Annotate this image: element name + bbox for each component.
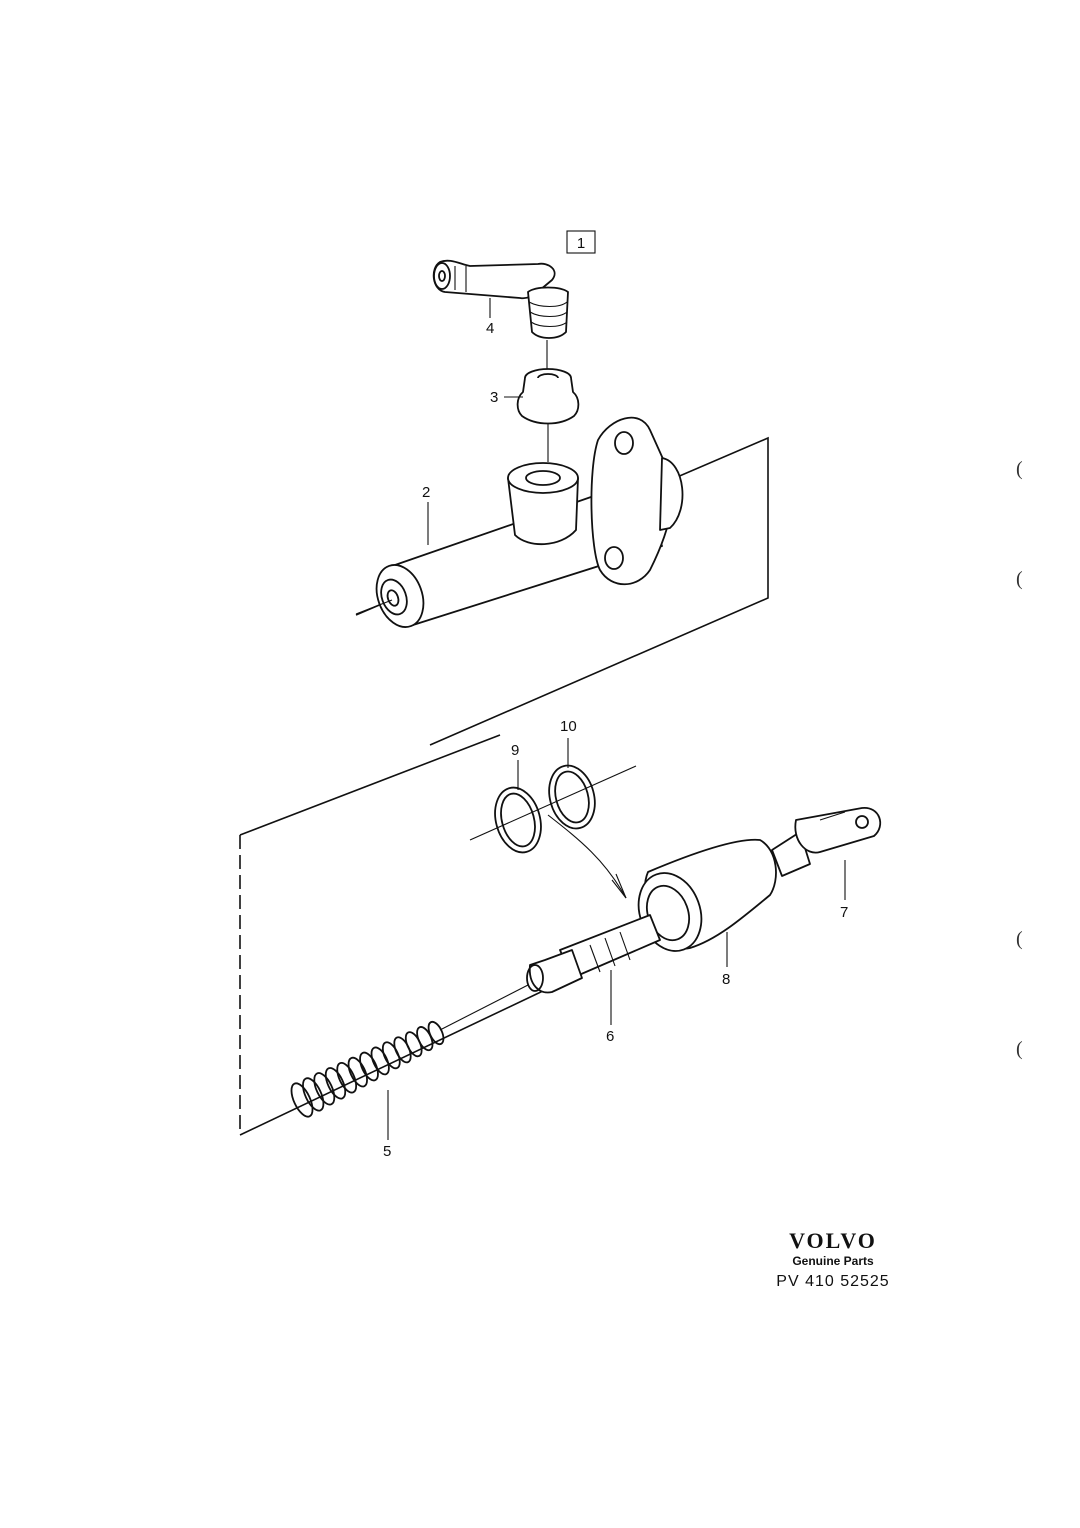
- part-10-circlip: [548, 764, 596, 830]
- spring-coil: [347, 1056, 368, 1088]
- figure-box: 1: [566, 230, 596, 254]
- spring-coil: [324, 1067, 347, 1100]
- callout-5: 5: [383, 1143, 391, 1160]
- callout-7: 7: [840, 904, 848, 921]
- spring-coil: [313, 1072, 336, 1106]
- spring-coil: [370, 1046, 390, 1076]
- spring-coil: [290, 1082, 314, 1118]
- volvo-logo-block: VOLVO Genuine Parts PV 410 52525: [776, 1228, 889, 1290]
- leader-lines: [387, 298, 846, 1140]
- margin-mark-4: (: [1016, 1038, 1023, 1060]
- spring-coil: [381, 1041, 401, 1070]
- callout-3: 3: [490, 389, 498, 406]
- callout-9: 9: [511, 742, 519, 759]
- callout-8: 8: [722, 971, 730, 988]
- logo-tagline: Genuine Parts: [792, 1254, 874, 1268]
- margin-mark-2: (: [1016, 568, 1023, 590]
- lower-assembly-outline: [239, 734, 546, 1136]
- part-5-spring: [290, 1020, 445, 1118]
- part-3-seal: [516, 368, 580, 462]
- spring-coil: [336, 1061, 358, 1094]
- figure-box-label: 1: [577, 235, 585, 252]
- callout-2: 2: [422, 484, 430, 501]
- part-7-clevis: [771, 807, 882, 877]
- callout-10: 10: [560, 718, 577, 735]
- spring-coil: [427, 1020, 445, 1046]
- margin-mark-3: (: [1016, 928, 1023, 950]
- spring-coil: [302, 1077, 325, 1112]
- part-8-dust-boot: [637, 838, 777, 952]
- callout-6: 6: [606, 1028, 614, 1045]
- part-6-piston: [526, 914, 661, 994]
- part-reference-number: PV 410 52525: [776, 1273, 889, 1290]
- callout-4: 4: [486, 320, 494, 337]
- spring-coil: [359, 1051, 379, 1082]
- logo-brand: VOLVO: [789, 1228, 877, 1253]
- margin-mark-1: (: [1016, 458, 1023, 480]
- part-4-elbow-fitting: [432, 259, 569, 370]
- part-9-circlip: [494, 786, 542, 854]
- part-2-master-cylinder: [355, 416, 684, 628]
